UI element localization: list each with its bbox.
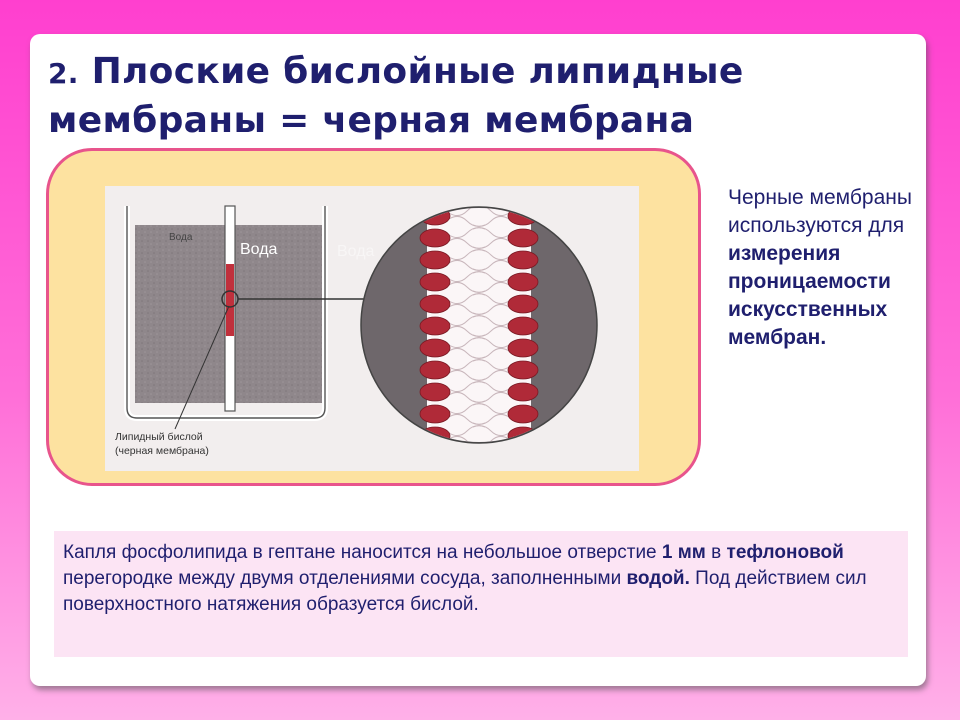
explanation-text-4: Под действием сил поверхностного натяжен… bbox=[63, 568, 867, 615]
lipid-head bbox=[507, 250, 539, 270]
lipid-head bbox=[419, 294, 451, 314]
lipid-head bbox=[419, 338, 451, 358]
lipid-head bbox=[507, 272, 539, 292]
lipid-tail bbox=[472, 293, 510, 305]
lipid-tail bbox=[472, 208, 510, 217]
membrane-diagram: Вода Вода Вода Липидный бислой (черная м… bbox=[115, 205, 598, 457]
lipid-tail bbox=[472, 259, 510, 271]
lipid-tail bbox=[472, 391, 510, 403]
lipid-tail bbox=[472, 347, 510, 359]
lipid-head bbox=[419, 316, 451, 336]
lipid-tail bbox=[472, 237, 510, 249]
lipid-tail bbox=[472, 413, 510, 425]
side-description: Черные мембраны используются для измерен… bbox=[728, 184, 918, 352]
lipid-head bbox=[419, 360, 451, 380]
explanation-text-2: в bbox=[705, 542, 727, 563]
explanation-bold-3: водой. bbox=[626, 568, 690, 589]
lipid-tail bbox=[472, 381, 510, 393]
caption-line-1: Липидный бислой bbox=[115, 431, 203, 443]
side-text-bold: измерения проницаемости искусственных ме… bbox=[728, 242, 891, 349]
lipid-tail bbox=[472, 337, 510, 349]
label-water-left: Вода bbox=[169, 232, 193, 243]
lipid-head bbox=[507, 228, 539, 248]
slide: 2. Плоские бислойные липидные мембраны = … bbox=[30, 34, 926, 686]
lipid-tail bbox=[472, 303, 510, 315]
membrane-illustration: Вода Вода Вода Липидный бислой (черная м… bbox=[105, 186, 639, 471]
title-line-1: Плоские бислойные липидные bbox=[91, 51, 744, 92]
illustration-frame: Вода Вода Вода Липидный бислой (черная м… bbox=[46, 148, 701, 486]
lipid-tail bbox=[472, 315, 510, 327]
lipid-tail bbox=[472, 227, 510, 239]
lipid-tail bbox=[472, 403, 510, 415]
lipid-head bbox=[507, 404, 539, 424]
title-number: 2. bbox=[48, 57, 79, 90]
lipid-head bbox=[507, 360, 539, 380]
lipid-tail bbox=[472, 325, 510, 337]
lipid-head bbox=[419, 404, 451, 424]
lipid-tail bbox=[472, 435, 510, 442]
bilayer-membrane bbox=[226, 264, 234, 336]
lipid-head bbox=[419, 228, 451, 248]
lipid-tail bbox=[448, 435, 486, 442]
lipid-head bbox=[507, 382, 539, 402]
lipid-tail bbox=[472, 215, 510, 227]
lipid-head bbox=[507, 338, 539, 358]
lipid-tail bbox=[448, 208, 486, 217]
explanation-bold-2: тефлоновой bbox=[726, 542, 844, 563]
explanation-text-3: перегородке между двумя отделениями сосу… bbox=[63, 568, 627, 589]
lipid-head bbox=[419, 382, 451, 402]
lipid-head bbox=[419, 250, 451, 270]
side-text-normal: Черные мембраны используются для bbox=[728, 186, 912, 237]
caption-line-2: (черная мембрана) bbox=[115, 445, 209, 457]
lipid-head bbox=[507, 294, 539, 314]
water-left bbox=[135, 225, 225, 403]
lipid-head bbox=[419, 272, 451, 292]
water-right bbox=[235, 225, 325, 403]
lipid-tail bbox=[472, 249, 510, 261]
explanation-bold-1: 1 мм bbox=[661, 542, 706, 563]
title-line-2: мембраны = черная мембрана bbox=[48, 100, 695, 141]
slide-title: 2. Плоские бислойные липидные мембраны = … bbox=[48, 48, 908, 144]
label-water-right: Вода bbox=[337, 243, 375, 260]
label-water-middle: Вода bbox=[240, 241, 278, 258]
lipid-head bbox=[507, 316, 539, 336]
lipid-tail bbox=[472, 359, 510, 371]
lipid-tail bbox=[472, 369, 510, 381]
lipid-tail bbox=[472, 425, 510, 437]
lipid-tail bbox=[472, 271, 510, 283]
lipid-tail bbox=[472, 281, 510, 293]
explanation-text-1: Капля фосфолипида в гептане наносится на… bbox=[63, 542, 662, 563]
lipid-tails bbox=[448, 208, 510, 442]
caption-pointer bbox=[174, 305, 230, 430]
explanation-box: Капля фосфолипида в гептане наносится на… bbox=[54, 531, 908, 657]
